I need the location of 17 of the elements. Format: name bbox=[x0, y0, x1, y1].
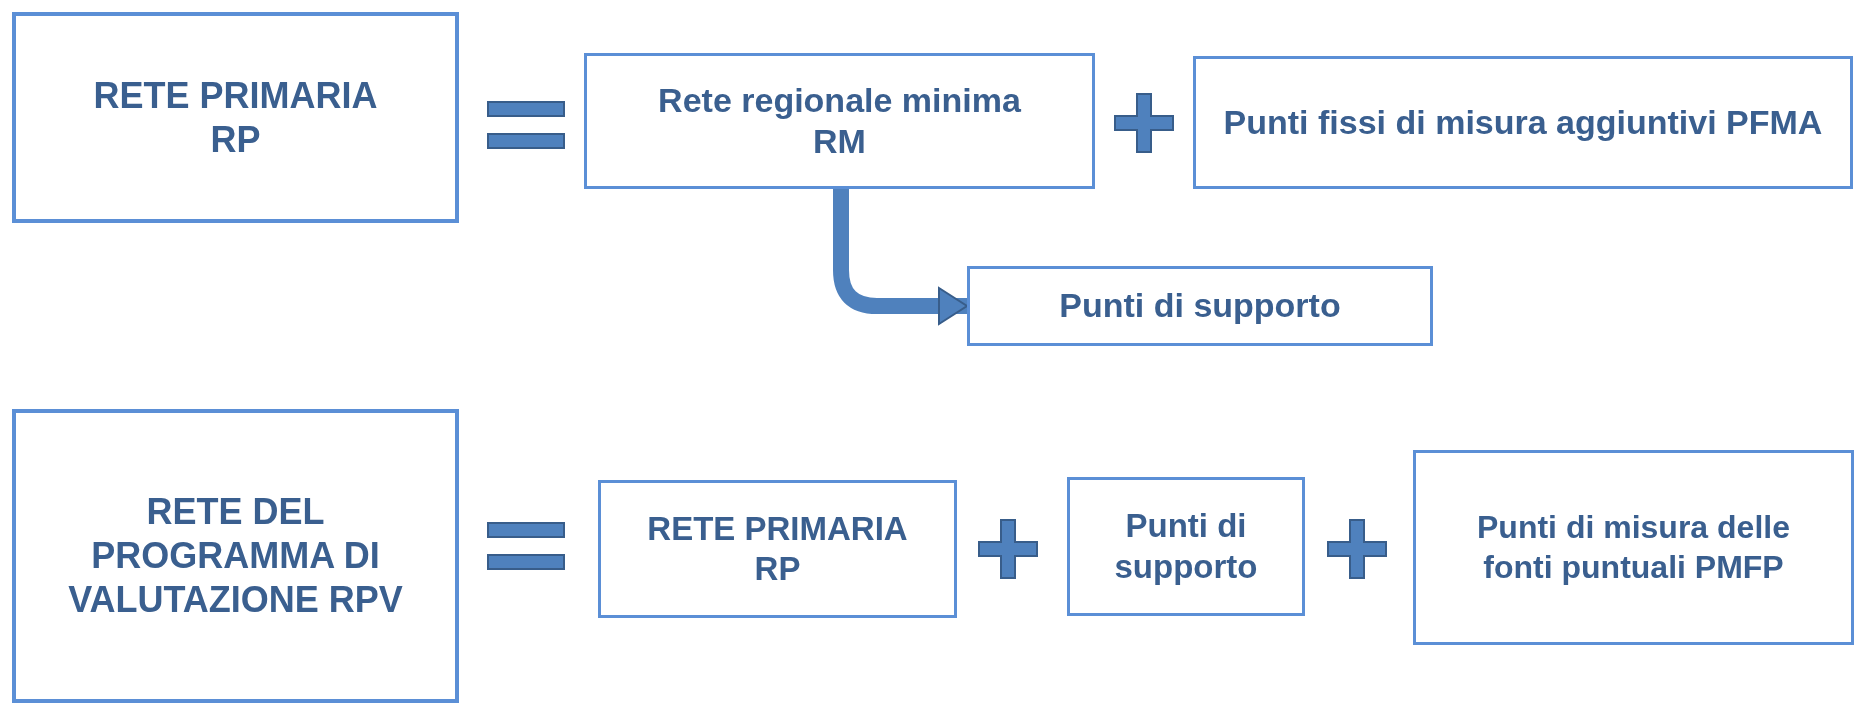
term-label: Punti di misura delle fonti puntuali PMFP bbox=[1476, 508, 1791, 587]
term-box bbox=[1193, 56, 1853, 189]
term-box bbox=[1067, 477, 1305, 616]
term-label: Punti fissi di misura aggiuntivi PFMA bbox=[1223, 101, 1823, 143]
term-box bbox=[12, 12, 459, 223]
curved-arrow bbox=[833, 189, 968, 325]
term-label: RETE PRIMARIA RP bbox=[92, 73, 379, 162]
term-box bbox=[12, 409, 459, 703]
term-label: Rete regionale minima RM bbox=[657, 79, 1022, 162]
term-label: Punti di supporto bbox=[1059, 285, 1341, 327]
term-box bbox=[598, 480, 957, 618]
term-box bbox=[1413, 450, 1854, 645]
term-box bbox=[967, 266, 1433, 346]
term-label: Punti di supporto bbox=[1113, 506, 1259, 587]
term-box bbox=[584, 53, 1095, 189]
term-label: RETE PRIMARIA RP bbox=[646, 508, 909, 589]
term-label: RETE DEL PROGRAMMA DI VALUTAZIONE RPV bbox=[67, 490, 404, 622]
